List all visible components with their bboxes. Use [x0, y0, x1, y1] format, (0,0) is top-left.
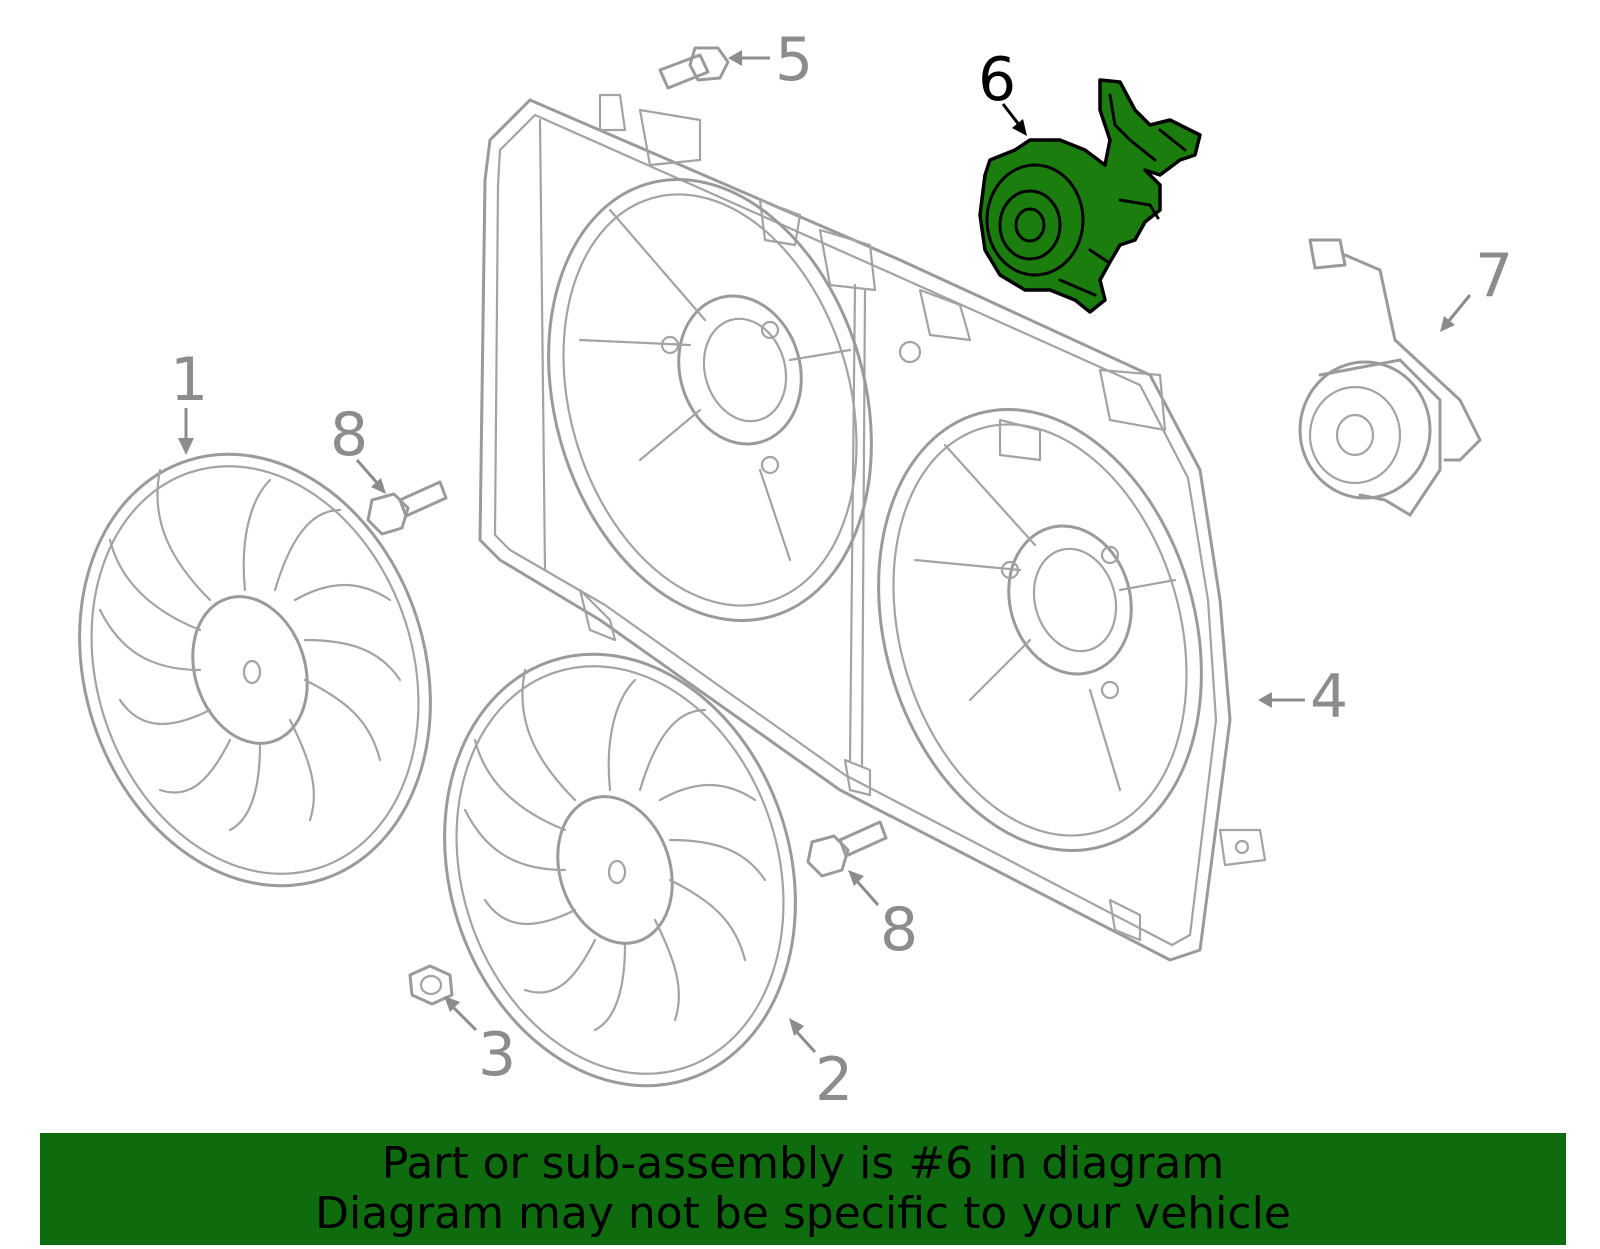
fan-motor-part-6-highlighted[interactable]: [978, 78, 1202, 314]
callout-8-lower: 8: [848, 870, 918, 965]
callout-2: 2: [789, 1018, 853, 1115]
fan-part-2[interactable]: [390, 608, 849, 1132]
fan-shroud-part-4[interactable]: [478, 93, 1267, 962]
svg-text:1: 1: [170, 345, 208, 415]
svg-text:4: 4: [1310, 662, 1348, 732]
svg-text:2: 2: [815, 1045, 853, 1115]
info-banner: Part or sub-assembly is #6 in diagram Di…: [40, 1133, 1566, 1245]
callout-8-upper: 8: [330, 400, 386, 494]
fan-part-1[interactable]: [25, 408, 484, 932]
svg-text:3: 3: [478, 1020, 516, 1090]
callout-7: 7: [1440, 241, 1513, 332]
fan-motor-part-7[interactable]: [1298, 238, 1482, 517]
bolt-part-5[interactable]: [658, 46, 730, 90]
nut-part-3[interactable]: [408, 964, 454, 1006]
callout-6-active: 6: [978, 45, 1027, 136]
callout-1: 1: [170, 345, 208, 455]
banner-line-part-number: Part or sub-assembly is #6 in diagram: [381, 1138, 1225, 1189]
svg-text:7: 7: [1475, 241, 1513, 311]
banner-line-disclaimer: Diagram may not be specific to your vehi…: [315, 1188, 1291, 1239]
bolt-part-8-lower[interactable]: [806, 820, 888, 878]
svg-text:8: 8: [880, 895, 918, 965]
callout-5: 5: [728, 25, 813, 95]
callout-3: 3: [444, 996, 516, 1090]
callout-4: 4: [1258, 662, 1348, 732]
svg-text:8: 8: [330, 400, 368, 470]
svg-text:6: 6: [978, 45, 1016, 115]
svg-text:5: 5: [775, 25, 813, 95]
bolt-part-8-upper[interactable]: [366, 480, 448, 536]
